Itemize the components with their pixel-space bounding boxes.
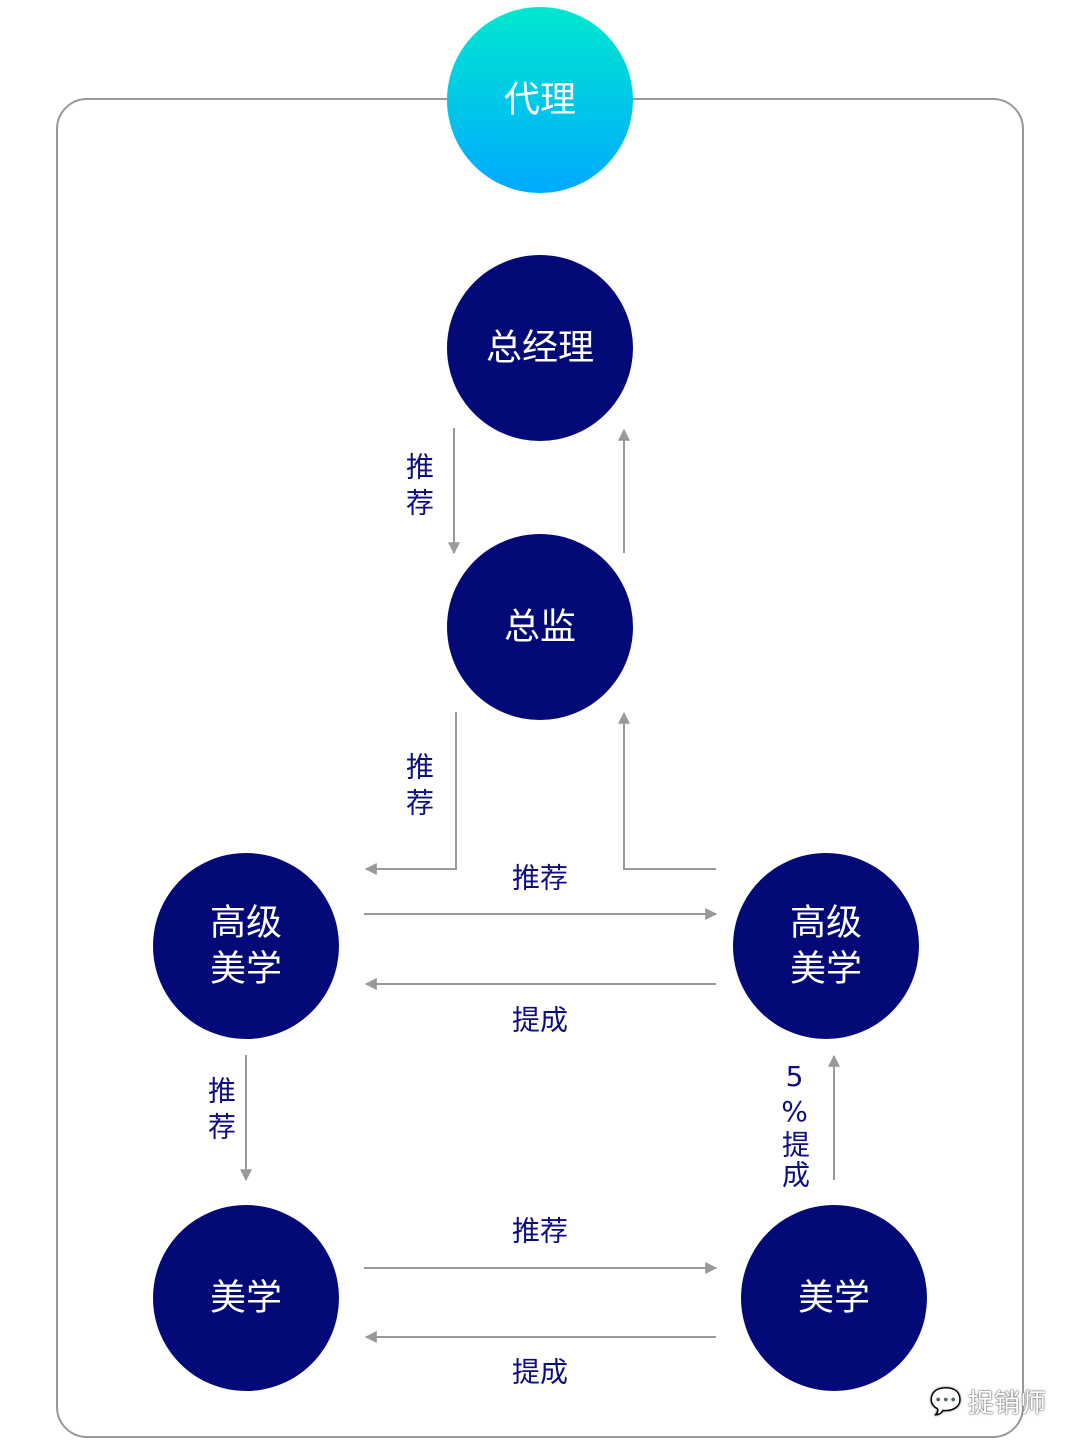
node-label: 总经理 [486,328,594,369]
node-circle [153,853,339,1039]
label-senior-left-to-right: 推荐 [512,862,568,895]
node-director: 总监 [447,534,633,720]
node-circle [733,853,919,1039]
label-gm-to-director: 推荐 [402,452,435,524]
node-label: 美学 [210,1278,282,1319]
node-beauty-right: 美学 [741,1205,927,1391]
label-beauty-right-to-senior: 5%提成 [778,1060,811,1190]
node-label: 高级 [210,903,282,944]
wechat-icon: 💬 [929,1386,962,1417]
edge-director-to-senior-left [364,712,457,875]
edge-senior-right-to-director [618,711,716,870]
label-senior-to-beauty: 推荐 [204,1076,237,1148]
node-label: 美学 [210,949,282,990]
node-label: 美学 [798,1278,870,1319]
node-label: 美学 [790,949,862,990]
label-beauty-left-to-right: 推荐 [512,1215,568,1248]
node-circle [447,534,633,720]
node-label: 总监 [504,607,576,648]
node-circle [741,1205,927,1391]
node-beauty-left: 美学 [153,1205,339,1391]
label-beauty-right-to-left: 提成 [512,1356,568,1389]
node-label: 高级 [790,903,862,944]
node-circle [447,7,633,193]
label-director-to-senior: 推荐 [402,752,435,824]
node-agent: 代理 [447,7,633,193]
label-senior-right-to-left: 提成 [512,1004,568,1037]
watermark-text: 捉销师 [967,1389,1046,1419]
node-circle [447,255,633,441]
node-label: 代理 [504,80,576,121]
node-circle [153,1205,339,1391]
watermark: 💬 捉销师 [930,1383,1046,1420]
node-general-manager: 总经理 [447,255,633,441]
